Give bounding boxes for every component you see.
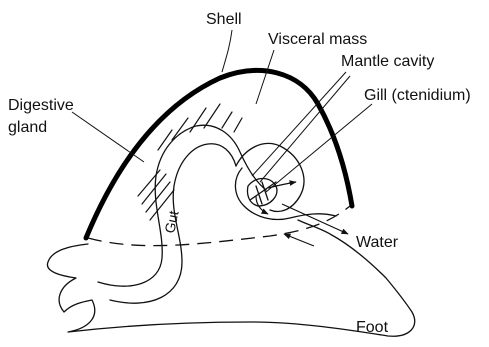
leader-mantle-2 [260,76,350,182]
gill-structure [247,179,276,207]
water-arrow-out [282,204,348,234]
label-mantle-cavity: Mantle cavity [341,53,434,70]
visceral-contour [236,143,304,211]
label-digestive-line2: gland [8,119,47,136]
digestive-gland-hatching [138,104,242,220]
label-shell: Shell [206,11,242,28]
leader-shell [222,30,232,72]
leader-digestive [72,112,144,162]
leader-gill [266,104,372,192]
label-gut: Gut [161,209,181,235]
leader-visceral [256,50,274,104]
water-arrow-in [284,234,314,246]
label-visceral-mass: Visceral mass [268,31,367,48]
label-digestive-line1: Digestive [8,97,74,114]
label-gill: Gill (ctenidium) [364,87,471,104]
label-water: Water [356,234,399,251]
leader-mantle [252,72,346,176]
label-foot: Foot [356,319,389,336]
